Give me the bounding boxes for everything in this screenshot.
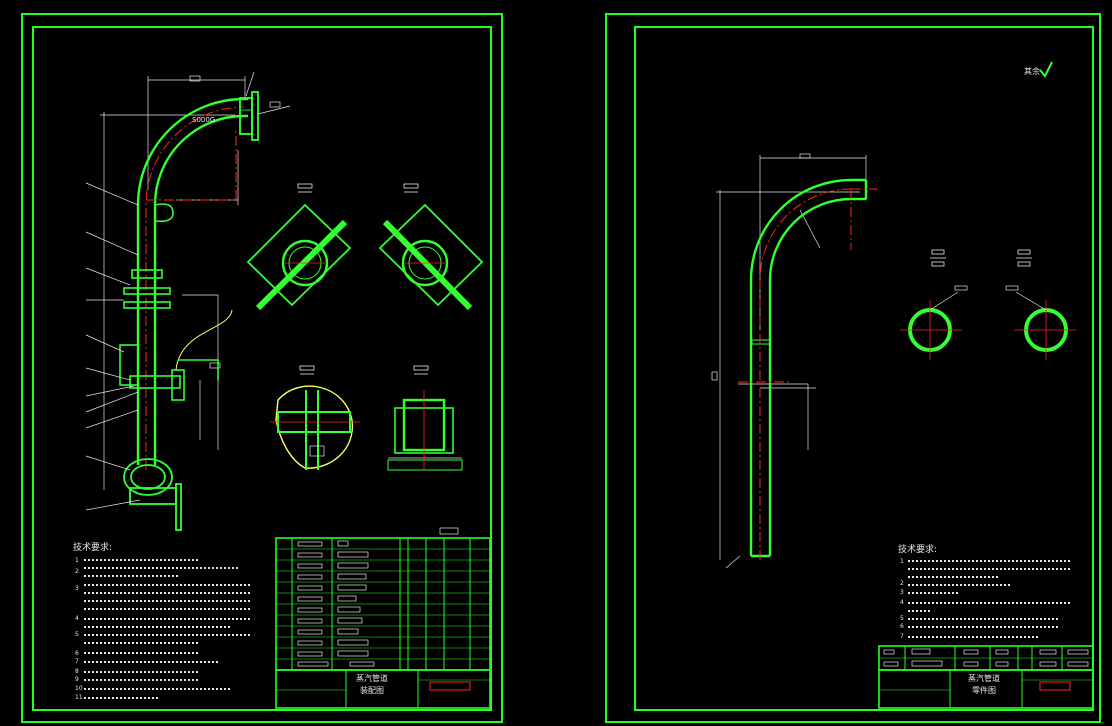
sheet1-note: 5 [75,631,79,638]
sheet1-bottom-pot [123,458,182,531]
sheet2-note: 2 [900,580,904,587]
sheet1-notes: 1 2 3 4 5 6 7 8 9 10 11 [75,557,83,701]
sheet2-parts-table-cells [883,648,1089,667]
sheet1-detail-view-c [270,365,360,470]
sheet1-note-scribbles [84,559,250,699]
sheet1-note: 11 [75,694,83,701]
sheet1-inner-frame [32,26,492,711]
sheet2-note-scribbles [908,560,1070,638]
sheet1-dimension-lines [100,75,281,490]
sheet2-drawing-type: 零件图 [972,685,996,695]
sheet1-pipe-clamps [119,203,185,401]
sheet1-note: 1 [75,557,79,564]
sheet1-outer-border [21,13,503,723]
sheet2-notes: 1 2 3 4 5 6 7 [900,558,904,640]
sheet2-roughness-note: 其余 [1024,66,1040,76]
sheet2-note: 7 [900,633,904,640]
sheet-part: 其余 [605,13,1101,723]
sheet2-notes-heading: 技术要求: [898,543,937,555]
sheet1-section-view-b [378,183,484,311]
sheet1-note: 2 [75,568,79,575]
sheet2-section-b [1005,249,1076,360]
sheet2-note: 5 [900,615,904,622]
sheet2-outer-border [605,13,1101,723]
sheet1-top-flange [239,91,259,141]
sheet2-parts-table [878,645,1094,671]
sheet-assembly: S000G [21,13,503,723]
sheet2-drawing-name: 蒸汽管道 [968,673,1000,683]
sheet2-pipe-centerline [738,188,878,560]
sheet2-dimension-lines [711,153,867,569]
sheet1-note: 8 [75,668,79,675]
sheet1-note: 3 [75,585,79,592]
sheet1-bent-pipe [136,97,248,465]
sheet2-note: 6 [900,623,904,630]
sheet1-note: 4 [75,615,79,622]
sheet1-drawing-type: 装配图 [360,685,384,695]
sheet1-callout-label: S000G [192,116,215,124]
sheet1-note: 6 [75,650,79,657]
sheet1-detail-view-d [387,365,463,471]
sheet2-note: 1 [900,558,904,565]
sheet1-section-view-a [246,183,352,311]
sheet1-drawing-name: 蒸汽管道 [356,673,388,683]
sheet1-parts-list-cells [297,540,375,667]
sheet2-bent-pipe [749,178,868,558]
sheet1-branch-pipe [178,359,219,380]
sheet1-leader-lines [85,71,291,511]
sheet1-branch-leader [175,309,233,371]
sheet2-note: 4 [900,599,904,606]
checkmark-icon [1039,61,1053,78]
sheet2-inner-frame [634,26,1094,711]
sheet2-section-a [900,249,968,360]
sheet2-note: 3 [900,589,904,596]
sheet1-note: 10 [75,685,83,692]
sheet2-title-block [878,669,1094,709]
sheet1-title-block [275,669,491,709]
sheet1-parts-list [275,527,491,671]
sheet1-notes-heading: 技术要求: [73,541,112,553]
sheet1-note: 9 [75,676,79,683]
sheet1-pipe-centerline [145,106,245,470]
sheet1-note: 7 [75,658,79,665]
